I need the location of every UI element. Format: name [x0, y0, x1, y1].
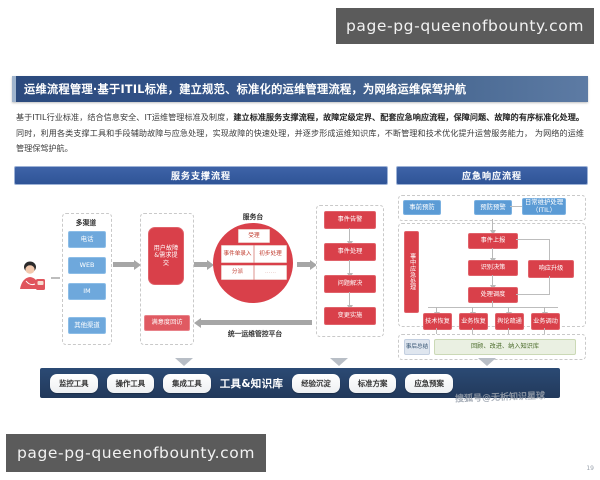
connector-tech-to-summary: [436, 328, 437, 335]
prevention-warning-box[interactable]: 预防预警: [474, 200, 512, 215]
channel-other[interactable]: 其他渠道: [68, 317, 106, 334]
step-response-escalation[interactable]: 响应升级: [528, 260, 574, 278]
arrow-intake-to-desk: [194, 259, 214, 270]
desk-cell-more[interactable]: ……: [254, 265, 287, 280]
connector-recovery-bus: [428, 307, 558, 308]
tool-experience[interactable]: 经验沉淀: [292, 373, 340, 393]
arrow-step-1-2: [346, 228, 353, 246]
service-desk-label: 服务台: [242, 213, 264, 221]
desk-cell-initial-handling[interactable]: 初步处理: [254, 245, 287, 263]
arrow-to-tech-recovery: [433, 307, 440, 317]
connector-dispatch-down: [492, 301, 493, 307]
tool-integration[interactable]: 集成工具: [163, 373, 211, 393]
arrow-to-biz-mobilize: [541, 307, 548, 317]
connector-user-to-channels: [51, 277, 60, 279]
emergency-response-panel-body: 事前预防 预防预警 日常维护处理（ITIL） 事中应急处理 事件上报 识别决策 …: [396, 189, 586, 364]
page-title: 运维流程管理·基于ITIL标准，建立规范、标准化的运维管理流程，为网络运维保驾护…: [24, 83, 467, 96]
recovery-mobilization[interactable]: 业务调动: [531, 313, 560, 330]
connector-opinion-to-summary: [508, 328, 509, 335]
connector-escalation-to-dispatch-h: [516, 294, 550, 295]
unified-platform-label: 统一运维管控平台: [227, 330, 283, 338]
paragraph-part-2: 建立标准服务支撑流程，故障定级定界、配套应急响应流程，保障问题、故障的有序标准化…: [233, 112, 584, 122]
channel-group-label: 多渠道: [75, 219, 97, 227]
recovery-technical[interactable]: 技术恢复: [423, 313, 452, 330]
slide-title-bar: 运维流程管理·基于ITIL标准，建立规范、标准化的运维管理流程，为网络运维保驾护…: [12, 76, 588, 102]
post-summary-label: 事后总结: [404, 339, 430, 355]
arrow-decision-to-dispatch: [489, 275, 496, 290]
connector-report-to-escalation-h: [516, 239, 550, 240]
arrow-down-right: [478, 358, 496, 366]
desk-cell-ticket-entry[interactable]: 事件单录入: [221, 245, 254, 263]
user-icon: [20, 261, 45, 290]
arrow-step-3-4: [346, 292, 353, 310]
desk-cell-accept[interactable]: 受理: [238, 229, 270, 243]
tools-knowledge-title: 工具&知识库: [219, 377, 284, 390]
arrow-desk-to-steps: [297, 259, 317, 270]
arrow-to-public-opinion: [505, 307, 512, 317]
daily-maintenance-box[interactable]: 日常维护处理（ITIL）: [522, 198, 566, 215]
channel-web[interactable]: WEB: [68, 257, 106, 274]
sohu-watermark: 搜狐号@无析知识星球: [454, 391, 546, 405]
recovery-business[interactable]: 业务恢复: [459, 313, 488, 330]
step-change-implementation[interactable]: 变更实施: [324, 307, 376, 325]
channel-phone[interactable]: 电话: [68, 231, 106, 248]
service-support-panel-title: 服务支撑流程: [14, 166, 388, 185]
step-problem-resolution[interactable]: 问题解决: [324, 275, 376, 293]
paragraph-part-1: 基于ITIL行业标准，结合信息安全、IT运维管理标准及制度，: [16, 112, 234, 122]
step-handle-dispatch[interactable]: 处理调度: [468, 287, 518, 303]
service-support-panel-body: 多渠道 电话 WEB IM 其他渠道 用户故障&需求提交 满意度回访 服务台 受…: [14, 189, 386, 364]
watermark-top: page-pg-queenofbounty.com: [336, 8, 594, 44]
connector-escalation-to-dispatch-v: [549, 276, 550, 294]
desk-cell-dispatch[interactable]: 分派: [221, 265, 254, 280]
channel-im[interactable]: IM: [68, 283, 106, 300]
connector-prevention-to-daily: [510, 206, 522, 207]
arrow-channels-to-intake: [113, 259, 141, 270]
user-request-submit-box[interactable]: 用户故障&需求提交: [148, 227, 184, 285]
watermark-bottom: page-pg-queenofbounty.com: [6, 434, 266, 472]
intro-paragraph: 基于ITIL行业标准，结合信息安全、IT运维管理标准及制度，建立标准服务支撑流程…: [16, 110, 584, 157]
emergency-response-panel-title: 应急响应流程: [396, 166, 588, 185]
paragraph-part-3: 同时，利用各类支撑工具和手段辅助故障与应急处理，实现故障的快速处理，并逐步形成运…: [16, 127, 584, 154]
diagram-area: 服务支撑流程 多渠道 电话 WEB IM 其他渠道: [14, 166, 588, 366]
post-summary-box[interactable]: 回顾、改进、纳入知识库: [434, 339, 576, 355]
step-incident-report[interactable]: 事件上报: [468, 233, 518, 249]
arrow-to-biz-recovery: [469, 307, 476, 317]
tool-emergency-plan[interactable]: 应急预案: [405, 373, 453, 393]
recovery-public-opinion[interactable]: 舆论疏通: [495, 313, 524, 330]
connector-mobilize-to-summary: [544, 328, 545, 335]
tool-standard-solution[interactable]: 标准方案: [348, 373, 397, 393]
emergency-response-panel: 应急响应流程 事前预防 预防预警 日常维护处理（ITIL） 事中应急处理 事件上…: [396, 166, 588, 364]
step-event-handling[interactable]: 事件处理: [324, 243, 376, 261]
tools-knowledge-bar: 监控工具 操作工具 集成工具 工具&知识库 经验沉淀 标准方案 应急预案: [40, 368, 560, 398]
connector-report-to-escalation-v: [549, 239, 550, 260]
arrow-to-report: [489, 219, 496, 235]
tool-operation[interactable]: 操作工具: [106, 373, 155, 393]
page-number: 19: [586, 465, 594, 472]
service-support-panel: 服务支撑流程 多渠道 电话 WEB IM 其他渠道: [14, 166, 388, 364]
during-response-label: 事中应急处理: [404, 231, 419, 313]
arrow-report-to-decision: [489, 248, 496, 263]
arrow-step-2-3: [346, 260, 353, 278]
arrow-return-to-callback: [194, 317, 312, 328]
satisfaction-callback-box[interactable]: 满意度回访: [144, 315, 190, 331]
arrow-down-left: [175, 358, 193, 366]
step-identify-decide[interactable]: 识别决策: [468, 260, 518, 276]
step-event-alarm[interactable]: 事件告警: [324, 211, 376, 229]
tool-monitoring[interactable]: 监控工具: [50, 373, 98, 393]
pre-prevention-label[interactable]: 事前预防: [403, 200, 441, 215]
connector-biz-to-summary: [472, 328, 473, 335]
arrow-down-center: [330, 358, 348, 366]
